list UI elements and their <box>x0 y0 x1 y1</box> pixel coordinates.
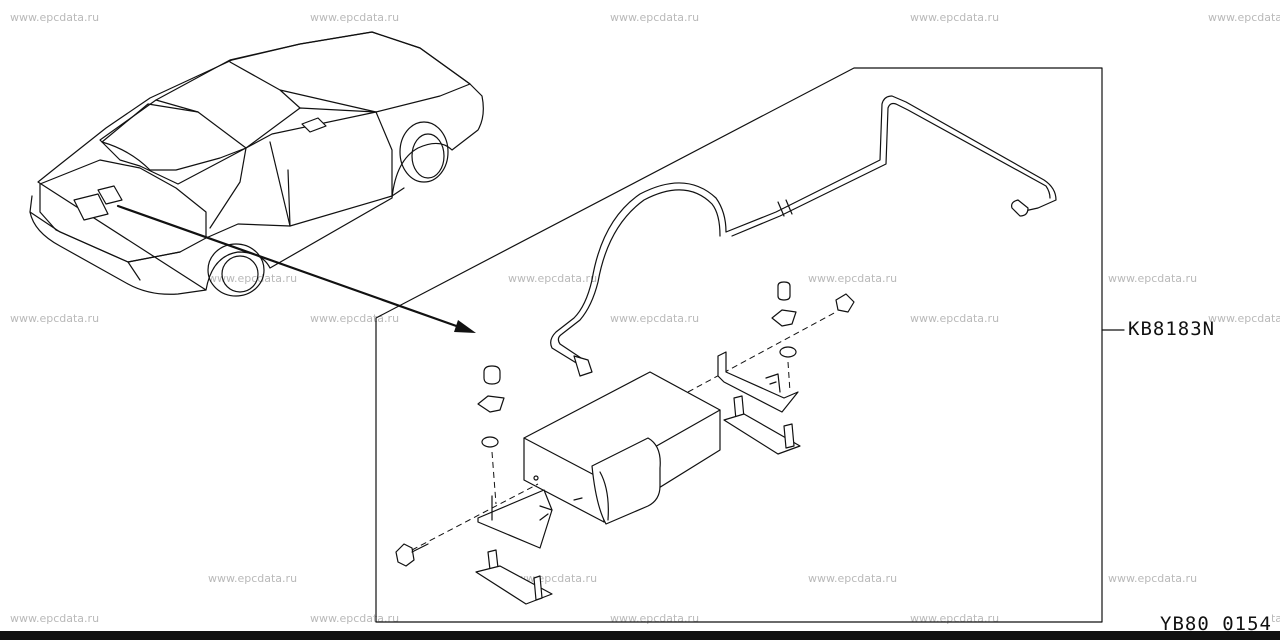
wing-nut <box>477 395 505 413</box>
location-arrow <box>116 204 476 333</box>
watermark-text: www.epcdata.ru <box>910 312 1000 325</box>
mounting-bracket <box>717 351 799 413</box>
watermark-text: www.epcdata.ru <box>1108 572 1198 585</box>
car-plate <box>73 193 109 221</box>
car-front-wheel-inner <box>411 133 445 179</box>
car-front-wheel <box>399 121 449 183</box>
cap-nut <box>483 365 501 385</box>
arrow-head <box>454 320 476 333</box>
watermark-text: www.epcdata.ru <box>910 11 1000 24</box>
tube-end-fitting <box>573 355 593 377</box>
washer <box>779 346 797 358</box>
car-roof-marker <box>301 117 327 133</box>
base-plate <box>723 413 801 455</box>
cap-nut <box>777 281 791 301</box>
stud <box>533 575 543 601</box>
watermark-text: www.epcdata.ru <box>1108 272 1198 285</box>
part-number-label: KB8183N <box>1128 318 1216 340</box>
car-roof <box>99 31 471 185</box>
car-rear-wheel <box>207 243 265 297</box>
diagram-code: YB80 0154 <box>1160 613 1272 635</box>
watermark-text: www.epcdata.ru <box>808 572 898 585</box>
bottom-border <box>0 631 1280 640</box>
bolt <box>835 293 855 313</box>
car-body-outline <box>29 31 484 295</box>
car-illustration <box>29 31 484 297</box>
bolt <box>395 543 415 567</box>
tube-end-cap <box>1011 199 1029 217</box>
watermark-text: www.epcdata.ru <box>10 612 100 625</box>
washer <box>481 436 499 448</box>
callout-frame <box>375 67 1125 623</box>
left-bracket-hardware <box>395 365 553 605</box>
watermark-text: www.epcdata.ru <box>610 312 700 325</box>
car-door-line <box>209 147 291 229</box>
car-rear-window <box>101 103 247 171</box>
watermark-text: www.epcdata.ru <box>208 572 298 585</box>
mounting-bracket <box>477 489 553 549</box>
watermark-text: www.epcdata.ru <box>610 11 700 24</box>
watermark-text: www.epcdata.ru <box>10 312 100 325</box>
assembly-guide-lines <box>411 311 837 551</box>
watermark-text: www.epcdata.ru <box>1208 11 1280 24</box>
watermark-text: www.epcdata.ru <box>310 11 400 24</box>
car-roof-line <box>155 61 377 113</box>
car-bumper <box>29 211 181 281</box>
watermark-text: www.epcdata.ru <box>808 272 898 285</box>
car-rear-wheel-inner <box>221 255 259 293</box>
watermark-text: www.epcdata.ru <box>1208 312 1280 325</box>
canister-vent-tube <box>550 95 1057 377</box>
evap-canister <box>523 371 721 525</box>
watermark-text: www.epcdata.ru <box>508 272 598 285</box>
stud <box>783 423 795 449</box>
watermark-text: www.epcdata.ru <box>10 11 100 24</box>
wing-nut <box>771 309 797 327</box>
watermark-text: www.epcdata.ru <box>310 312 400 325</box>
right-bracket-hardware <box>717 281 855 455</box>
base-plate <box>475 565 553 605</box>
car-trunk <box>39 159 207 263</box>
car-sill <box>205 187 405 239</box>
watermark-text: www.epcdata.ru <box>208 272 298 285</box>
canister-location-marker <box>97 185 123 205</box>
